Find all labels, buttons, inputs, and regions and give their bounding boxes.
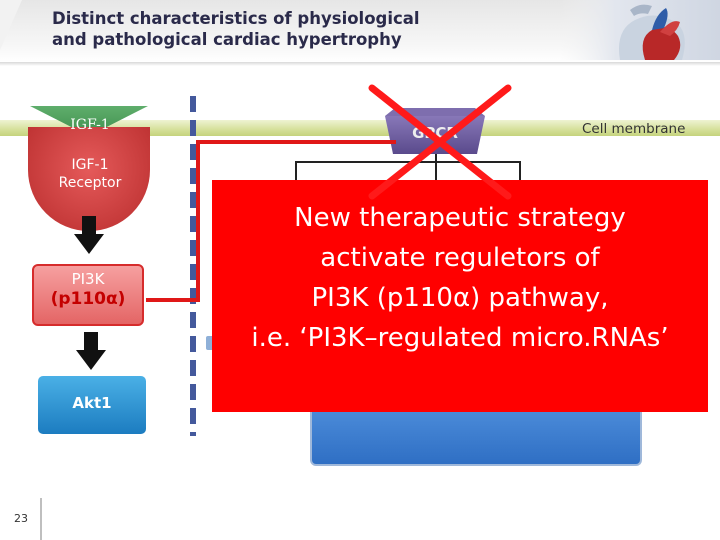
page-number: 23 [14,512,28,525]
pathway-divider [190,96,196,436]
gpcr-downstream-bracket [295,161,521,180]
cell-membrane-label: Cell membrane [582,121,686,137]
cell-membrane [0,120,720,136]
callout-text: New therapeutic strategy activate regule… [251,198,668,358]
pathological-pathway-box [310,412,642,466]
receptor-line-2: Receptor [58,175,122,191]
pi3k-label: PI3K [71,270,105,288]
igf1-ligand-label: IGF-1 [70,117,110,133]
gpcr-to-pi3k-connector [146,140,396,302]
callout-line-2: activate reguletors of [320,243,600,273]
title-line-2: and pathological cardiac hypertrophy [52,30,402,49]
slide-title: Distinct characteristics of physiologica… [52,8,512,50]
footer-divider [40,498,42,540]
igf1-ligand-shape [30,106,148,136]
down-arrow-icon [74,216,104,254]
header-corner-decoration [0,0,22,50]
heart-anatomy-icon [560,0,720,60]
akt1-label: Akt1 [72,394,112,412]
callout-line-3: PI3K (p110α) pathway, [311,283,609,313]
igf1-receptor-label: IGF-1 Receptor [30,156,150,192]
akt1-box [38,376,146,434]
igf1-receptor [28,127,150,231]
down-arrow-icon [76,332,106,370]
pi3k-subunit-label: (p110α) [50,289,126,309]
header-shadow [0,62,720,66]
cross-out-icon [368,84,512,200]
callout-line-4: i.e. ‘PI3K–regulated micro.RNAs’ [251,323,669,353]
receptor-line-1: IGF-1 [71,157,109,173]
title-line-1: Distinct characteristics of physiologica… [52,9,420,28]
therapeutic-strategy-callout: New therapeutic strategy activate regule… [212,180,708,412]
pi3k-box [32,264,144,326]
callout-line-1: New therapeutic strategy [294,203,626,233]
